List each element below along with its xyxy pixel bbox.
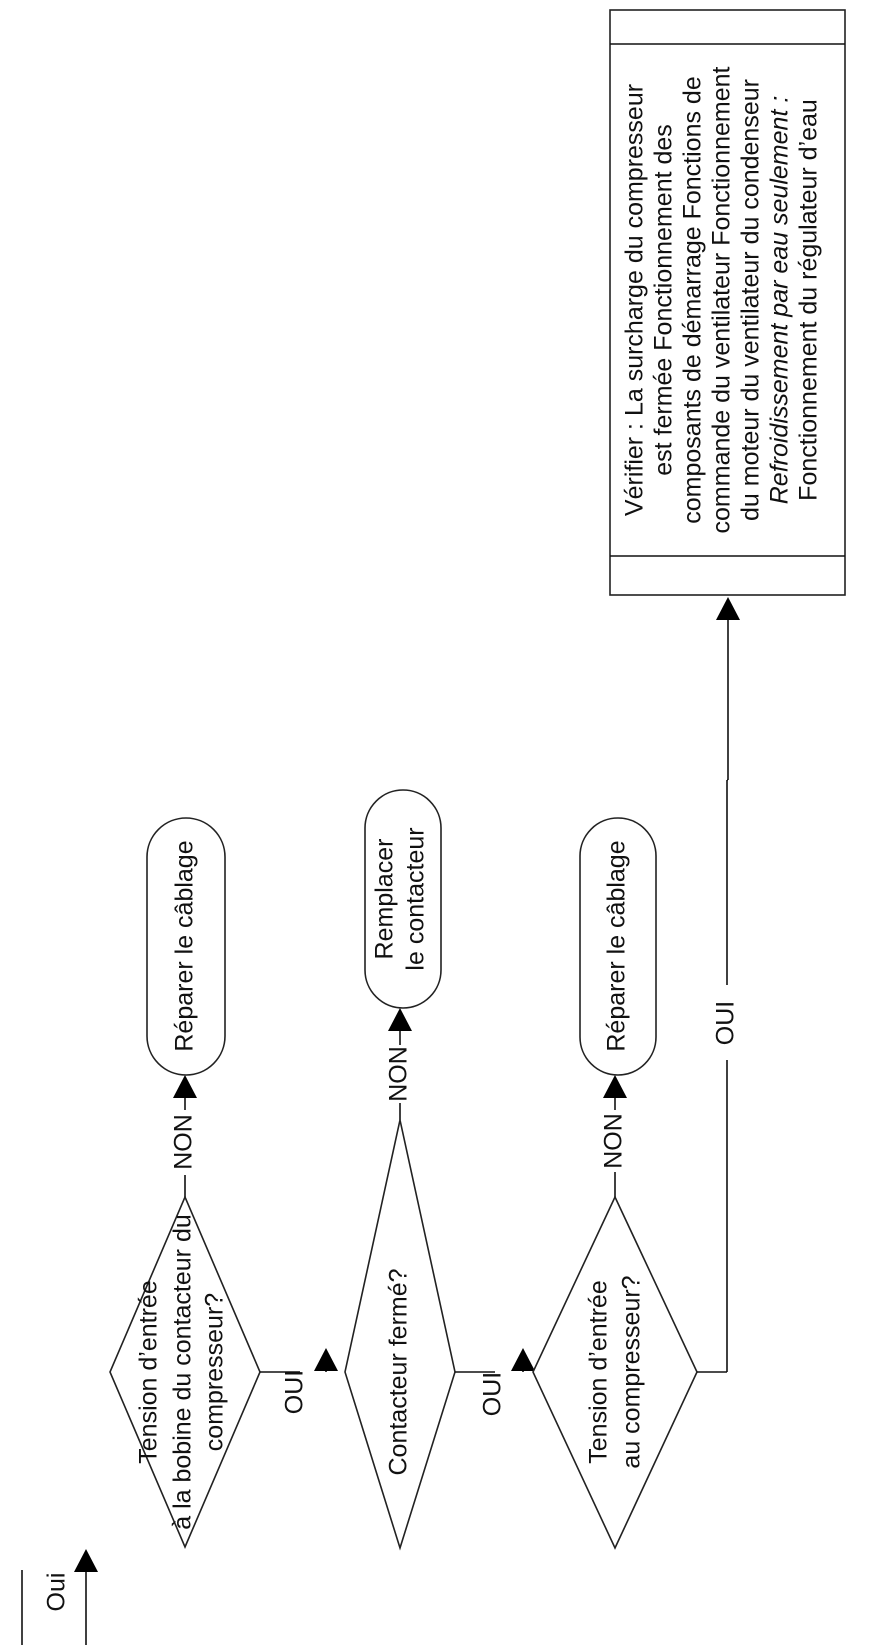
decision-3-line-1: Tension d’entrée [585, 1280, 613, 1463]
action-1-line-1: Réparer le câblage [171, 840, 199, 1051]
decision-1-line-2: à la bobine du contacteur du [169, 1214, 197, 1530]
action-3-line-1: Réparer le câblage [603, 840, 631, 1051]
decision-3-no-label: NON [600, 1113, 628, 1169]
entry-arrow-icon [74, 1549, 98, 1572]
check-box-arrow-icon [716, 597, 740, 620]
decision-3-no-arrow-icon [603, 1075, 627, 1098]
decision-3-entry-arrow-icon [511, 1348, 535, 1371]
check-box-line-3: composants de démarrage Fonctions de [679, 76, 707, 523]
decision-3-diamond [532, 1195, 698, 1550]
decision-2-yes-label: OUI [479, 1372, 507, 1416]
check-box-last-line: Fonctionnement du régulateur d’eau [795, 99, 823, 501]
action-2-line-2: le contacteur [402, 827, 430, 970]
decision-2-no-arrow-icon [388, 1008, 412, 1031]
action-2-terminal [364, 789, 442, 1009]
action-1-terminal [146, 817, 226, 1076]
decision-1-no-arrow-icon [173, 1075, 197, 1098]
decision-1-line-1: Tension d’entrée [135, 1280, 163, 1463]
entry-label: Oui [43, 1573, 71, 1612]
decision-3-line-2: au compresseur? [618, 1275, 646, 1468]
check-box-line-1: Vérifier : La surcharge du compresseur [621, 84, 649, 516]
decision-1-no-label: NON [170, 1114, 198, 1170]
decision-2-line-1: Contacteur fermé? [385, 1268, 413, 1475]
check-box-italic-line: Refroidissement par eau seulement : [766, 96, 794, 505]
decision-1-line-3: compresseur? [201, 1293, 229, 1451]
check-box-line-2: est fermée Fonctionnement des [650, 124, 678, 476]
decision-2-entry-arrow-icon [314, 1348, 338, 1371]
check-box [609, 9, 846, 596]
check-box-line-5: du moteur du ventilateur du condenseur [737, 79, 765, 521]
check-box-line-4: commande du ventilateur Fonctionnement [708, 66, 736, 533]
action-3-terminal [579, 817, 657, 1076]
decision-3-yes-label: OUI [712, 1001, 740, 1045]
decision-1-yes-label: OUI [281, 1370, 309, 1414]
decision-2-no-label: NON [385, 1046, 413, 1102]
action-2-line-1: Remplacer [371, 839, 399, 960]
